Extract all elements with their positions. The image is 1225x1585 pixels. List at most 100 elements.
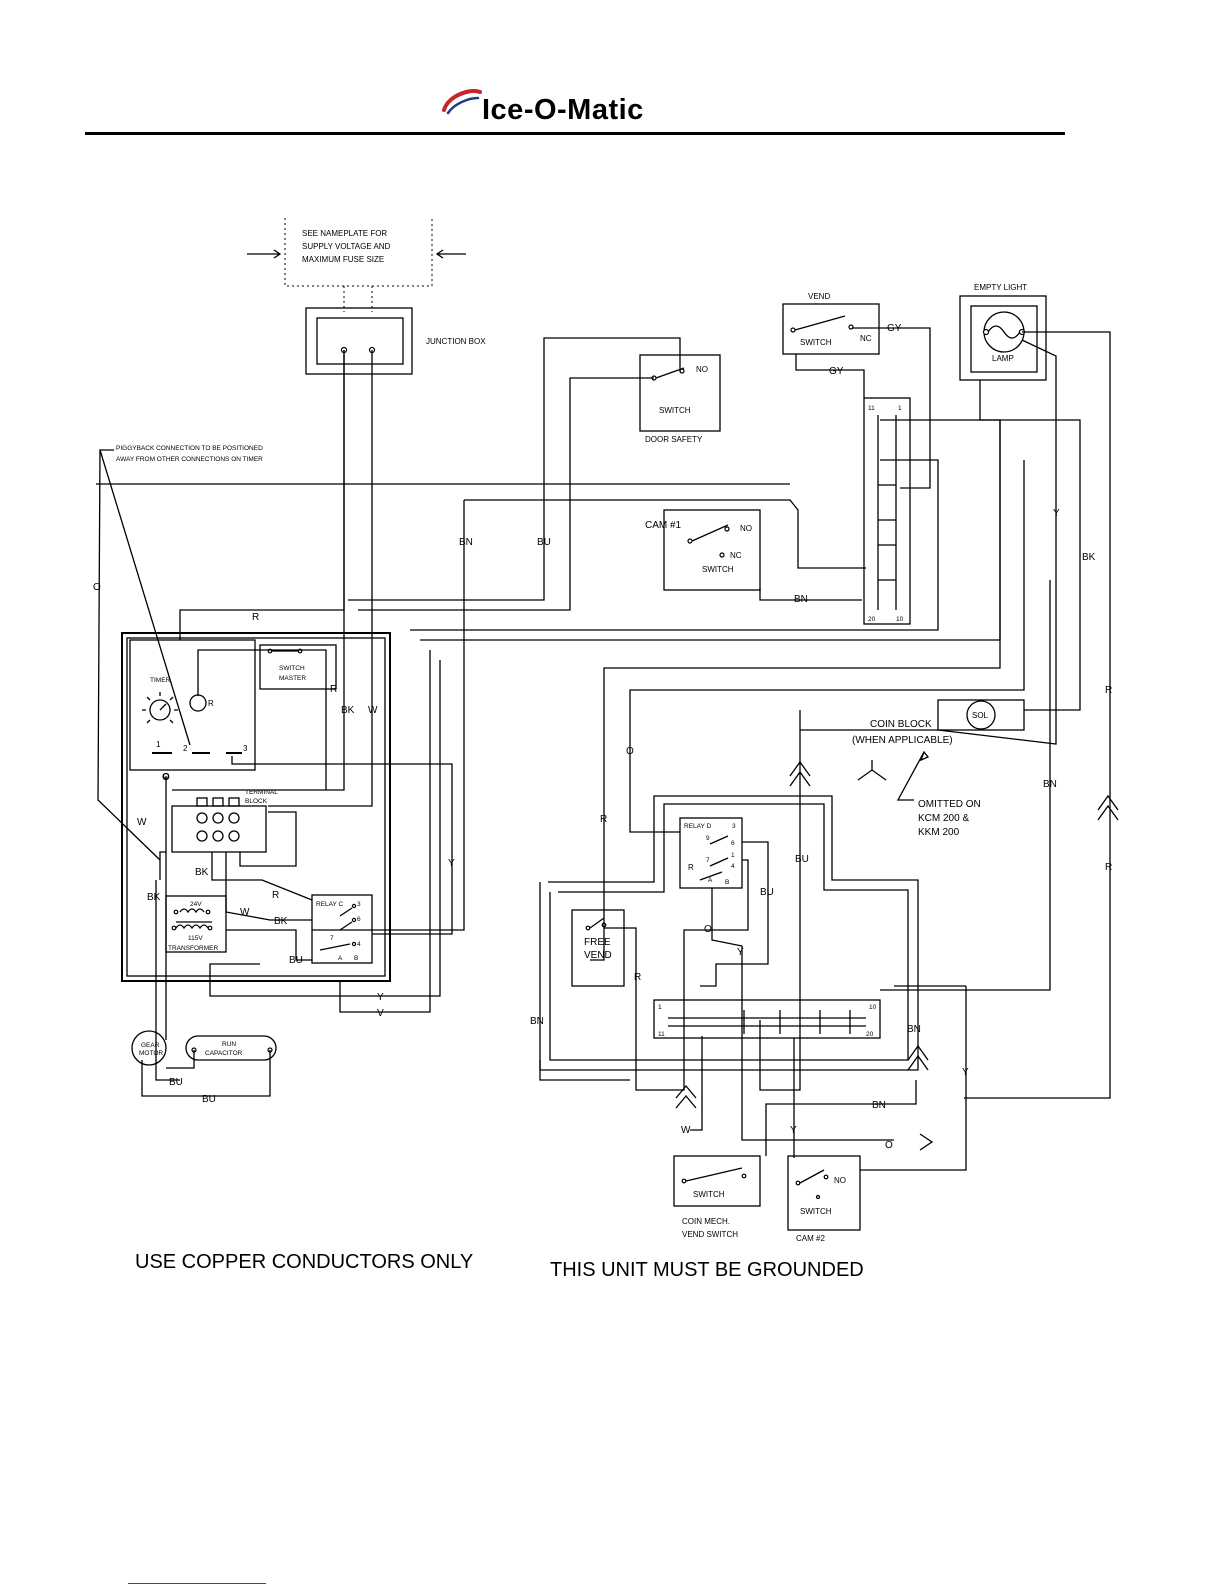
svg-text:Y: Y	[377, 992, 384, 1003]
svg-text:20: 20	[866, 1031, 874, 1038]
svg-text:SWITCH: SWITCH	[693, 1190, 725, 1199]
free-vend-switch: FREE VEND	[571, 909, 625, 987]
vend-switch-label: SWITCH	[800, 338, 832, 347]
left-wiring	[96, 337, 1001, 1097]
svg-text:Y: Y	[448, 858, 455, 869]
svg-text:VEND: VEND	[584, 950, 612, 961]
svg-text:R: R	[1105, 862, 1112, 873]
svg-text:BK: BK	[1082, 552, 1096, 563]
svg-text:BN: BN	[794, 594, 808, 605]
svg-text:FREE: FREE	[584, 937, 611, 948]
svg-text:BN: BN	[459, 537, 473, 548]
svg-text:O: O	[704, 924, 712, 935]
empty-light-label: EMPTY LIGHT	[974, 283, 1027, 292]
svg-text:R: R	[252, 612, 259, 623]
svg-text:Y: Y	[790, 1125, 797, 1136]
svg-text:CAPACITOR: CAPACITOR	[205, 1050, 243, 1057]
svg-text:V: V	[377, 1008, 384, 1019]
svg-text:TRANSFORMER: TRANSFORMER	[168, 945, 219, 952]
svg-text:7: 7	[330, 935, 334, 942]
svg-text:R: R	[272, 890, 279, 901]
relay-c: RELAY C 3 6 7 4 A B	[311, 894, 373, 964]
svg-text:Y: Y	[737, 947, 744, 958]
svg-text:O: O	[885, 1140, 893, 1151]
switch-master-line-2: MASTER	[279, 675, 306, 682]
svg-text:B: B	[725, 879, 729, 886]
run-capacitor: RUN CAPACITOR	[185, 1035, 277, 1061]
nameplate-line-1: SEE NAMEPLATE FOR	[302, 229, 387, 238]
svg-text:11: 11	[658, 1031, 665, 1038]
svg-text:6: 6	[357, 916, 361, 923]
terminal-block-line-2: BLOCK	[245, 798, 268, 805]
nameplate-line-2: SUPPLY VOLTAGE AND	[302, 242, 391, 251]
svg-text:CAM #2: CAM #2	[796, 1234, 825, 1243]
control-box	[121, 632, 391, 982]
svg-text:GY: GY	[887, 323, 902, 334]
copper-note: USE COPPER CONDUCTORS ONLY	[135, 1251, 473, 1273]
cam2-switch: NO SWITCH CAM #2	[787, 1155, 861, 1243]
lower-terminal-strip: 1 10 11 20	[653, 999, 881, 1039]
svg-text:W: W	[240, 907, 250, 918]
coin-block: SOL COIN BLOCK (WHEN APPLICABLE) OMITTED…	[852, 699, 1025, 838]
svg-text:24V: 24V	[190, 901, 202, 908]
svg-text:SWITCH: SWITCH	[800, 1207, 832, 1216]
swoosh-icon	[442, 89, 482, 115]
svg-text:W: W	[368, 705, 378, 716]
vend-label: VEND	[808, 292, 830, 301]
timer: TIMER R 1 2 3	[129, 639, 256, 780]
svg-text:1: 1	[658, 1004, 662, 1011]
svg-text:1: 1	[731, 852, 735, 859]
svg-text:BU: BU	[169, 1077, 183, 1088]
svg-text:3: 3	[357, 901, 361, 908]
header-rule	[85, 132, 1065, 135]
svg-text:SOL: SOL	[972, 711, 989, 720]
svg-text:BN: BN	[1043, 779, 1057, 790]
svg-text:10: 10	[896, 616, 904, 623]
svg-text:BK: BK	[274, 916, 288, 927]
terminal-block: TERMINAL BLOCK	[171, 789, 278, 853]
svg-text:R: R	[600, 814, 607, 825]
grounded-note: THIS UNIT MUST BE GROUNDED	[550, 1259, 864, 1281]
timer-r-label: R	[208, 699, 214, 708]
svg-text:BK: BK	[147, 892, 161, 903]
svg-text:KCM 200 &: KCM 200 &	[918, 813, 969, 824]
door-switch-label: SWITCH	[659, 406, 691, 415]
connectors	[675, 760, 1119, 1151]
svg-text:O: O	[626, 746, 634, 757]
svg-text:Y: Y	[962, 1067, 969, 1078]
svg-text:9: 9	[706, 835, 710, 842]
piggyback-line-1: PIGGYBACK CONNECTION TO BE POSITIONED	[116, 445, 263, 452]
vend-nc-label: NC	[860, 334, 872, 343]
svg-text:BU: BU	[537, 537, 551, 548]
nameplate-line-3: MAXIMUM FUSE SIZE	[302, 255, 384, 264]
svg-text:R: R	[1105, 685, 1112, 696]
svg-text:W: W	[137, 817, 147, 828]
wire-labels: O R BN BU R BK W W O BK BK W R BK BU Y Y…	[93, 323, 1112, 1151]
coin-block-line-2: (WHEN APPLICABLE)	[852, 735, 953, 746]
svg-text:BK: BK	[195, 867, 209, 878]
svg-text:BU: BU	[760, 887, 774, 898]
svg-text:4: 4	[357, 941, 361, 948]
svg-text:BN: BN	[530, 1016, 544, 1027]
svg-text:A: A	[708, 877, 713, 884]
svg-text:3: 3	[243, 744, 248, 753]
timer-label: TIMER	[150, 677, 171, 684]
svg-text:A: A	[338, 955, 343, 962]
piggyback-line-2: AWAY FROM OTHER CONNECTIONS ON TIMER	[116, 456, 263, 463]
svg-text:BN: BN	[872, 1100, 886, 1111]
gear-motor: GEAR MOTOR	[131, 1030, 167, 1066]
svg-text:O: O	[162, 772, 170, 783]
junction-box: JUNCTION BOX	[305, 307, 486, 375]
svg-text:11: 11	[868, 405, 875, 412]
svg-text:B: B	[354, 955, 358, 962]
svg-text:W: W	[681, 1125, 691, 1136]
switch-master: SWITCH MASTER	[259, 644, 337, 690]
svg-text:COIN MECH.: COIN MECH.	[682, 1217, 730, 1226]
cam1-no-label: NO	[740, 524, 752, 533]
svg-text:NO: NO	[834, 1176, 846, 1185]
svg-text:7: 7	[706, 857, 710, 864]
svg-text:GY: GY	[829, 366, 844, 377]
svg-text:Y: Y	[1053, 508, 1060, 519]
footer-link-underline[interactable]	[128, 1583, 266, 1584]
